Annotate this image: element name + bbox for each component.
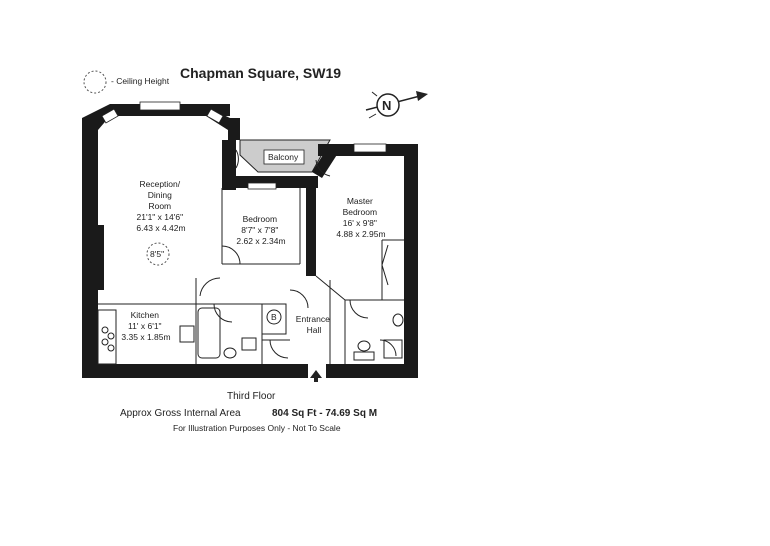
legend-label: - Ceiling Height (111, 76, 170, 86)
walls (82, 104, 418, 378)
area-label: Approx Gross Internal Area (120, 408, 241, 419)
fixtures (97, 307, 404, 365)
entrance-hall-label: Entrance Hall (296, 314, 332, 335)
reception-label: Reception/ Dining Room 21'1" x 14'6" 6.4… (136, 179, 185, 233)
window (206, 108, 224, 124)
window (101, 108, 119, 124)
ceiling-height-value: 8'5" (150, 249, 164, 259)
window (247, 182, 277, 190)
ceiling-height-marker-icon (146, 242, 170, 266)
compass-letter: N (382, 98, 391, 113)
dashed-circle-icon (83, 70, 107, 94)
floor-label: Third Floor (227, 391, 276, 402)
entrance-arrow-icon (310, 370, 322, 382)
interior-walls (98, 188, 404, 364)
area-value: 804 Sq Ft - 74.69 Sq M (272, 408, 377, 419)
plan-title: Chapman Square, SW19 (180, 65, 341, 81)
master-bedroom-label: Master Bedroom 16' x 9'8" 4.88 x 2.95m (336, 196, 385, 239)
boiler-icon (266, 309, 282, 325)
bedroom-label: Bedroom 8'7" x 7'8" 2.62 x 2.34m (236, 214, 285, 246)
doors (199, 149, 397, 359)
compass-icon: N (365, 91, 428, 119)
kitchen-label: Kitchen 11' x 6'1" 3.35 x 1.85m (121, 310, 170, 342)
balcony-label-box (263, 149, 305, 165)
balcony-label: Balcony (268, 152, 299, 162)
disclaimer: For Illustration Purposes Only - Not To … (173, 423, 341, 433)
window (139, 101, 181, 111)
window (353, 143, 387, 153)
boiler-label: B (271, 312, 277, 322)
